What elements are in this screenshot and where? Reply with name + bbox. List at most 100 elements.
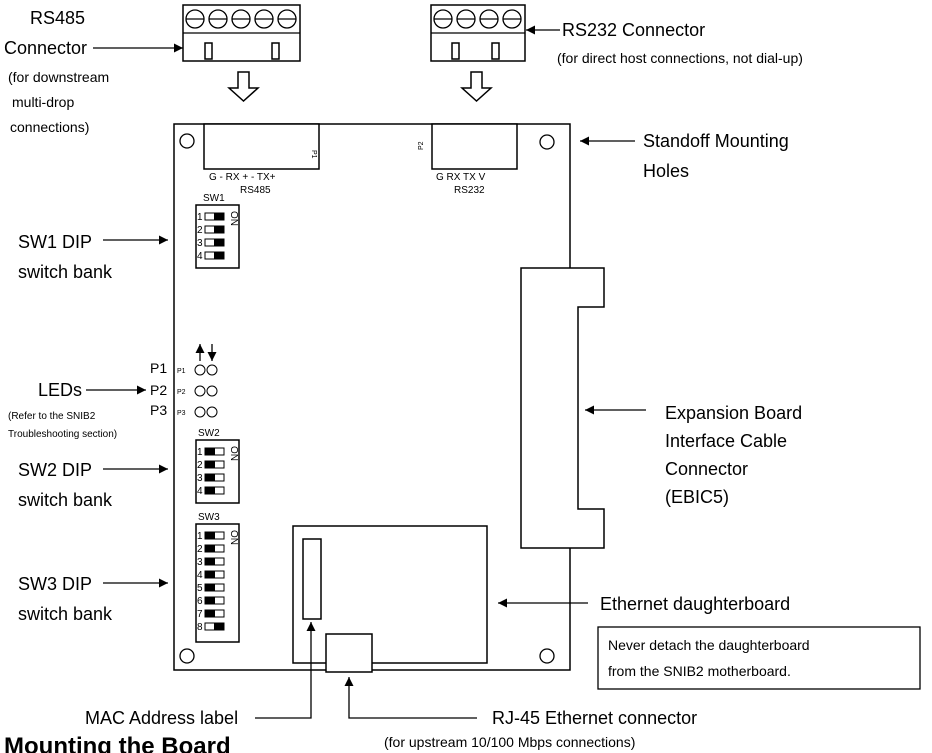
sw2-title: SW2 [198,428,220,439]
rs232-screw-terminals [433,9,522,29]
dip-switch-number: 8 [197,622,203,633]
p1-name: RS485 [240,185,271,196]
rs232-label: RS232 Connector [562,20,705,40]
expansion-label-line4: (EBIC5) [665,487,729,507]
dip-switch-actuator [205,558,215,565]
dip-switch-actuator [214,252,224,259]
p2-rs232-header: P2 G RX TX V RS232 [418,123,518,196]
dip-switch-position: 2 [197,225,225,236]
dip-switch-actuator [205,448,215,455]
leds-note-line2: Troubleshooting section) [8,429,117,440]
sw3-callout-line2: switch bank [18,604,113,624]
sw1-on-label: ON [228,211,239,226]
dip-switch-actuator [214,239,224,246]
ethernet-label: Ethernet daughterboard [600,594,790,614]
led-indicator [194,364,206,376]
rs485-note-line3: connections) [10,119,89,135]
standoff-label-line2: Holes [643,161,689,181]
rs485-insert-arrow [227,71,260,103]
dip-switch-actuator [205,610,215,617]
sw2-callout-line1: SW2 DIP [18,460,92,480]
dip-switch-number: 2 [197,544,203,555]
leds-label-p3: P3 [150,402,167,418]
dip-switch-number: 4 [197,251,203,262]
expansion-label-line2: Interface Cable [665,431,787,451]
dip-switch-actuator [214,213,224,220]
sw1-callout-line1: SW1 DIP [18,232,92,252]
dip-switch-actuator [205,461,215,468]
dip-switch-position: 4 [197,251,225,262]
snib2-motherboard: P1 G - RX + - TX+ RS485 P2 G RX TX V RS2… [173,123,571,673]
mounting-hole-bottom-right [539,648,555,664]
dip-switch-position: 3 [197,238,225,249]
warning-line2: from the SNIB2 motherboard. [608,663,791,679]
mounting-hole-top-right [539,134,555,150]
sw3-callout: SW3 DIP switch bank [18,574,168,624]
rj45-label: RJ-45 Ethernet connector [492,708,697,728]
rs485-note-line2: multi-drop [12,94,74,110]
expansion-callout: Expansion Board Interface Cable Connecto… [585,403,802,507]
warning-line1: Never detach the daughterboard [608,637,810,653]
sw3-on-label: ON [228,530,239,545]
standoff-callout: Standoff Mounting Holes [580,131,789,181]
dip-switch-position: 1 [197,531,225,542]
dip-switch-position: 3 [197,557,225,568]
rs485-label-line2: Connector [4,38,87,58]
leds-label-p1: P1 [150,360,167,376]
p2-name: RS232 [454,185,485,196]
led-pair: P1 [177,364,218,376]
dip-switch-position: 5 [197,583,225,594]
mac-label: MAC Address label [85,708,238,728]
dip-switch-number: 4 [197,486,203,497]
dip-switch-position: 3 [197,473,225,484]
sw2-callout: SW2 DIP switch bank [18,460,168,510]
direction-arrows [195,344,217,361]
rs485-screw-terminals [185,9,297,29]
standoff-label-line1: Standoff Mounting [643,131,789,151]
leds-note-line1: (Refer to the SNIB2 [8,411,96,422]
rs485-connector-callout: RS485 Connector (for downstream multi-dr… [4,8,183,135]
rs232-note: (for direct host connections, not dial-u… [557,50,803,66]
rj45-jack [325,633,373,673]
dip-switch-number: 1 [197,447,203,458]
p1-rs485-header: P1 G - RX + - TX+ RS485 [203,123,320,196]
dip-switch-actuator [205,545,215,552]
led-row-label: P3 [177,410,186,417]
rs232-plug-connector [430,4,526,62]
leds-callout: P1 LEDs P2 P3 (Refer to the SNIB2 Troubl… [8,360,167,440]
p1-header-label: P1 [310,150,317,159]
dip-switch-position: 4 [197,486,225,497]
dip-switch-number: 1 [197,531,203,542]
rj45-callout: RJ-45 Ethernet connector (for upstream 1… [344,677,697,750]
rs485-plug-connector [182,4,301,62]
rj45-note: (for upstream 10/100 Mbps connections) [384,734,635,750]
dip-switch-position: 8 [197,622,225,633]
expansion-label-line1: Expansion Board [665,403,802,423]
led-row-label: P2 [177,389,186,396]
dip-switch-number: 5 [197,583,203,594]
expansion-label-line3: Connector [665,459,748,479]
dip-switch-actuator [205,487,215,494]
dip-switch-position: 4 [197,570,225,581]
mac-callout: MAC Address label [85,622,316,728]
rs232-connector-callout: RS232 Connector (for direct host connect… [526,20,803,66]
warning-note: Never detach the daughterboard from the … [597,626,921,690]
dip-switch-actuator [205,474,215,481]
led-indicator [194,385,206,397]
sw1-callout: SW1 DIP switch bank [18,232,168,282]
dip-switch-number: 3 [197,557,203,568]
mounting-hole-top-left [179,133,195,149]
dip-switch-number: 3 [197,473,203,484]
dip-switch-number: 2 [197,460,203,471]
dip-switch-number: 6 [197,596,203,607]
mac-address-label-sticker [302,538,322,620]
ethernet-callout: Ethernet daughterboard [498,594,790,614]
dip-switch-position: 2 [197,460,225,471]
dip-switch-actuator [214,226,224,233]
rs232-insert-arrow [460,71,493,103]
dip-switch-position: 7 [197,609,225,620]
ebic5-connector [520,267,605,549]
